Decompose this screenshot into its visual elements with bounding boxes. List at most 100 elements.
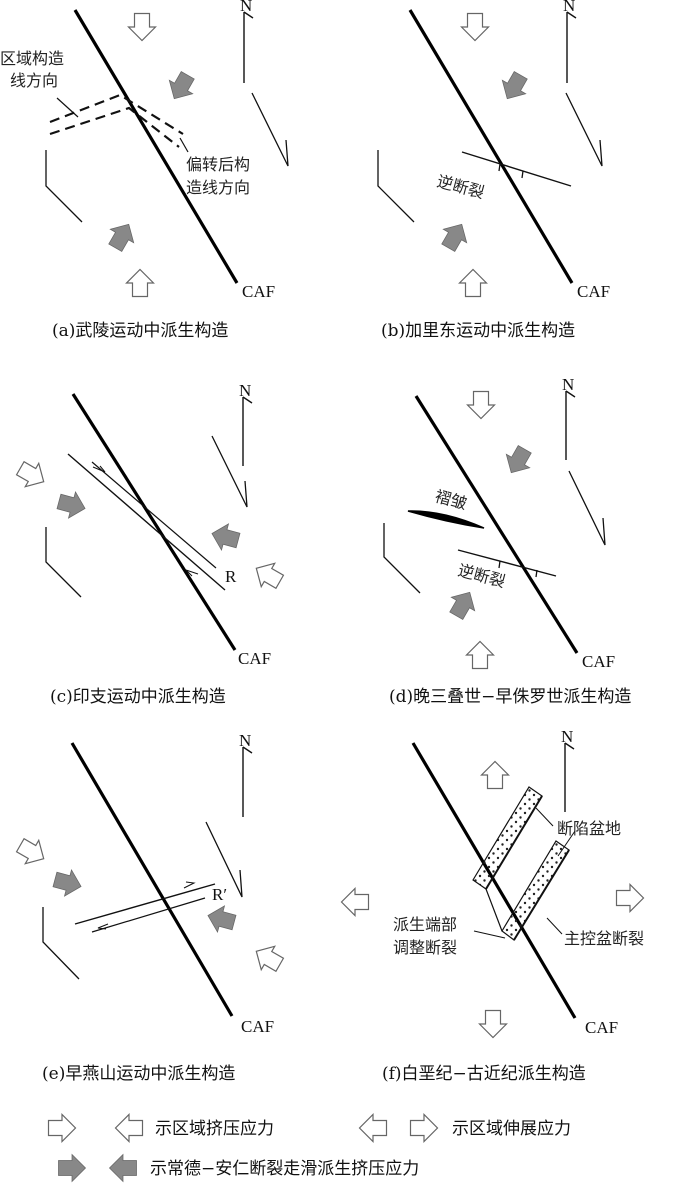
regional-compression-arrow-left <box>12 832 52 872</box>
north-arrow: N <box>239 731 253 817</box>
r-prime-label: R′ <box>212 885 227 904</box>
leader-basin-fault <box>546 917 563 935</box>
caf-fault-line <box>408 9 574 284</box>
panel-d-caption: (d)晚三叠世−早侏罗世派生构造 <box>389 687 631 707</box>
deflected-line-label-1: 偏转后构 <box>186 155 250 174</box>
regional-structural-line <box>49 93 189 153</box>
fold-axis <box>407 510 485 529</box>
caf-fault-line <box>73 9 239 284</box>
riedel-shear-r <box>67 453 226 591</box>
strike-slip-half-arrow-left <box>383 523 421 594</box>
panel-a: CAF N 区域构造 线方向 偏转后构 造线方向 (a)武陵运动中派生构造 <box>0 0 289 341</box>
caf-fault-line <box>70 742 234 1017</box>
strike-slip-half-arrow-right <box>211 435 248 508</box>
thrust-fault <box>457 549 557 578</box>
extension-arrow-left <box>340 887 370 917</box>
caf-fault-line <box>71 393 237 651</box>
derived-compression-arrow-bottom <box>103 217 141 255</box>
fold-label: 褶皱 <box>433 487 469 514</box>
extension-arrow-right <box>615 883 645 913</box>
panel-b-caption: (b)加里东运动中派生构造 <box>381 321 575 341</box>
end-adjustment-fault <box>485 888 503 932</box>
regional-line-label-1: 区域构造 <box>0 49 64 68</box>
caf-label: CAF <box>242 282 275 301</box>
derived-compression-arrow-top <box>499 442 537 480</box>
caf-label: CAF <box>585 1018 618 1037</box>
legend-compression-label: 示区域挤压应力 <box>155 1119 274 1139</box>
basin-label: 断陷盆地 <box>557 819 621 838</box>
regional-line-label-2: 线方向 <box>10 71 58 90</box>
panel-f: CAF N 断陷盆地 主控盆断裂 派生端部 调整断裂 (f)白垩纪−古近纪派生构… <box>340 727 645 1084</box>
caf-label: CAF <box>238 649 271 668</box>
end-fault-label-2: 调整断裂 <box>393 938 457 957</box>
svg-text:N: N <box>239 731 251 750</box>
strike-slip-half-arrow-right <box>251 92 289 167</box>
regional-compression-arrow-bottom <box>125 268 155 298</box>
strike-slip-half-arrow-left <box>377 150 415 223</box>
legend-derived-arrow-right <box>58 1154 86 1182</box>
north-arrow: N <box>562 375 576 460</box>
strike-slip-half-arrow-right <box>565 92 603 167</box>
svg-text:N: N <box>562 375 574 394</box>
panel-c: CAF N R (c)印支运动中派生构造 <box>12 381 288 707</box>
caf-fault-line <box>411 742 577 1019</box>
regional-compression-arrow-bottom <box>458 268 488 298</box>
caf-fault-line <box>414 395 579 654</box>
derived-compression-arrow-right <box>204 902 238 936</box>
rift-basin-lower <box>501 840 570 941</box>
regional-compression-arrow-top <box>466 390 496 420</box>
rift-basin-upper <box>472 786 543 890</box>
r-label: R <box>225 567 237 586</box>
north-arrow: N <box>563 0 577 83</box>
svg-text:N: N <box>240 0 252 15</box>
legend-derived-label: 示常德−安仁断裂走滑派生挤压应力 <box>150 1159 419 1179</box>
caf-label: CAF <box>582 652 615 671</box>
legend-compression-arrow-left <box>114 1113 144 1143</box>
panel-c-caption: (c)印支运动中派生构造 <box>50 687 226 707</box>
extension-arrow-top <box>480 760 510 790</box>
legend-compression-arrow-right <box>47 1113 77 1143</box>
panel-e: CAF N R′ (e)早燕山运动中派生构造 <box>12 731 288 1084</box>
caf-label: CAF <box>241 1017 274 1036</box>
legend-derived-arrow-left <box>109 1154 137 1182</box>
deflected-line-label-2: 造线方向 <box>186 178 250 197</box>
north-arrow: N <box>561 727 575 812</box>
svg-text:N: N <box>561 727 573 746</box>
regional-compression-arrow-top <box>460 12 490 42</box>
leader-basin-lower <box>557 830 576 857</box>
derived-compression-arrow-left <box>55 488 89 522</box>
regional-compression-arrow-top <box>127 12 157 42</box>
strike-slip-half-arrow-left <box>42 907 80 980</box>
leader-basin-upper <box>535 807 554 827</box>
end-fault-label-1: 派生端部 <box>393 915 457 934</box>
derived-compression-arrow-bottom <box>436 217 474 255</box>
derived-compression-arrow-left <box>51 866 85 900</box>
legend-extension-arrow-left <box>358 1113 388 1143</box>
riedel-shear-r-prime <box>74 881 216 933</box>
thrust-fault <box>461 151 572 187</box>
derived-compression-arrow-bottom <box>444 585 482 623</box>
panel-a-caption: (a)武陵运动中派生构造 <box>52 321 228 341</box>
legend-extension-arrow-right <box>409 1113 439 1143</box>
extension-arrow-bottom <box>478 1009 508 1039</box>
derived-compression-arrow-top <box>495 68 533 106</box>
derived-compression-arrow-right <box>208 520 242 554</box>
svg-text:N: N <box>563 0 575 15</box>
regional-compression-arrow-right <box>248 938 288 978</box>
legend: 示区域挤压应力 示区域伸展应力 示常德−安仁断裂走滑派生挤压应力 <box>47 1113 571 1182</box>
north-arrow: N <box>240 0 254 83</box>
panel-b: CAF N 逆断裂 (b)加里东运动中派生构造 <box>377 0 610 341</box>
svg-text:N: N <box>239 381 251 400</box>
strike-slip-half-arrow-right <box>568 470 606 546</box>
panel-e-caption: (e)早燕山运动中派生构造 <box>42 1064 235 1084</box>
regional-compression-arrow-bottom <box>465 640 495 670</box>
panel-f-caption: (f)白垩纪−古近纪派生构造 <box>382 1064 586 1084</box>
regional-compression-arrow-left <box>12 455 52 495</box>
regional-compression-arrow-right <box>248 555 288 595</box>
leader-end-fault <box>473 930 506 939</box>
thrust-label: 逆断裂 <box>435 172 486 203</box>
strike-slip-half-arrow-left <box>45 527 82 598</box>
caf-label: CAF <box>577 282 610 301</box>
strike-slip-half-arrow-right <box>205 821 243 898</box>
